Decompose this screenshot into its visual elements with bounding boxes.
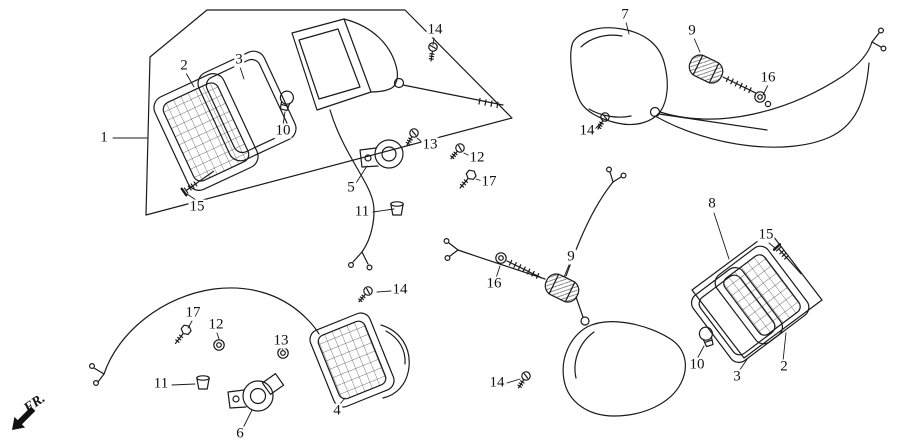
fr-arrow-icon bbox=[12, 406, 36, 430]
assembly-outline-box bbox=[691, 231, 823, 359]
bracket-part-5 bbox=[359, 139, 404, 169]
callout-part-9: 9 bbox=[687, 22, 697, 39]
callout-part-2: 2 bbox=[179, 57, 189, 74]
callout-part-7: 7 bbox=[620, 6, 630, 23]
lens-part-2 bbox=[153, 73, 259, 191]
callout-part-2: 2 bbox=[779, 358, 789, 375]
callout-part-13: 13 bbox=[421, 136, 439, 153]
callout-part-12: 12 bbox=[207, 316, 225, 333]
callout-part-1: 1 bbox=[99, 129, 109, 146]
callout-part-3: 3 bbox=[234, 51, 244, 68]
threaded-rod bbox=[506, 259, 542, 279]
wire-lead bbox=[329, 109, 375, 271]
gasket-part-3 bbox=[197, 50, 297, 162]
lens-part-2 bbox=[714, 245, 810, 345]
callout-part-4: 4 bbox=[332, 402, 342, 419]
winker-housing bbox=[291, 18, 504, 111]
callout-part-17: 17 bbox=[480, 173, 498, 190]
callout-part-16: 16 bbox=[759, 69, 777, 86]
callout-part-13: 13 bbox=[272, 332, 290, 349]
lamp-part-4 bbox=[309, 312, 410, 408]
callout-part-9: 9 bbox=[566, 248, 576, 265]
callout-part-14: 14 bbox=[488, 374, 506, 391]
callout-part-8: 8 bbox=[707, 195, 717, 212]
callout-part-10: 10 bbox=[274, 122, 292, 139]
callout-part-3: 3 bbox=[732, 368, 742, 385]
callout-part-11: 11 bbox=[152, 375, 170, 392]
callout-part-10: 10 bbox=[688, 356, 706, 373]
threaded-rod bbox=[722, 76, 756, 94]
callout-part-17: 17 bbox=[184, 304, 202, 321]
assembly-outline-box bbox=[145, 9, 513, 216]
callout-part-6: 6 bbox=[235, 425, 245, 442]
wire-lead bbox=[88, 287, 320, 387]
callout-part-16: 16 bbox=[485, 275, 503, 292]
winker-body-8 bbox=[562, 321, 686, 417]
assembly-front-left-winker bbox=[145, 9, 513, 271]
assembly-rear-left-winker bbox=[88, 284, 410, 412]
callout-part-14: 14 bbox=[426, 21, 444, 38]
callout-part-12: 12 bbox=[468, 149, 486, 166]
assembly-rear-right-winker bbox=[443, 166, 823, 417]
wire-lead bbox=[654, 27, 887, 148]
callout-part-15: 15 bbox=[188, 198, 206, 215]
callout-part-15: 15 bbox=[757, 226, 775, 243]
callout-part-14: 14 bbox=[391, 281, 409, 298]
wire-lead bbox=[443, 166, 627, 280]
callout-part-14: 14 bbox=[578, 122, 596, 139]
callout-leader-lines bbox=[112, 21, 787, 429]
bracket-part-6 bbox=[227, 373, 285, 412]
callout-part-11: 11 bbox=[353, 203, 371, 220]
callout-part-5: 5 bbox=[346, 179, 356, 196]
assembly-front-right-winker bbox=[570, 27, 887, 148]
